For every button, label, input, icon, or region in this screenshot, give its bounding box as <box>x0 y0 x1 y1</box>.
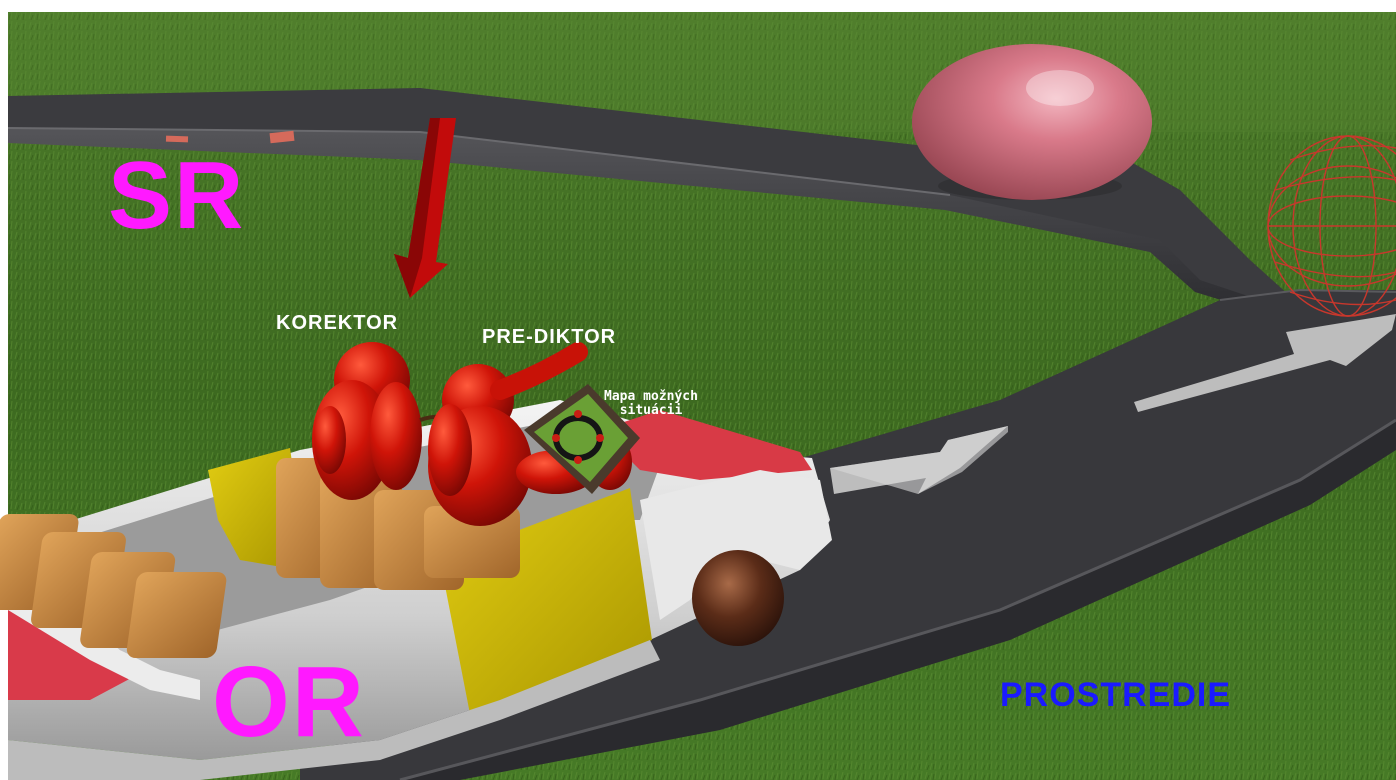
label-prostredie: PROSTREDIE <box>1000 676 1231 715</box>
label-or: OR <box>212 652 366 752</box>
label-situation-map-line1: Mapa možných <box>566 390 736 404</box>
pink-sphere <box>912 44 1152 200</box>
label-prediktor: PRE-DIKTOR <box>482 326 616 349</box>
label-situation-map-line2: situácii <box>566 404 736 418</box>
label-korektor: KOREKTOR <box>276 312 398 335</box>
label-situation-map: Mapa možných situácii <box>566 390 736 418</box>
label-sr: SR <box>108 148 245 244</box>
